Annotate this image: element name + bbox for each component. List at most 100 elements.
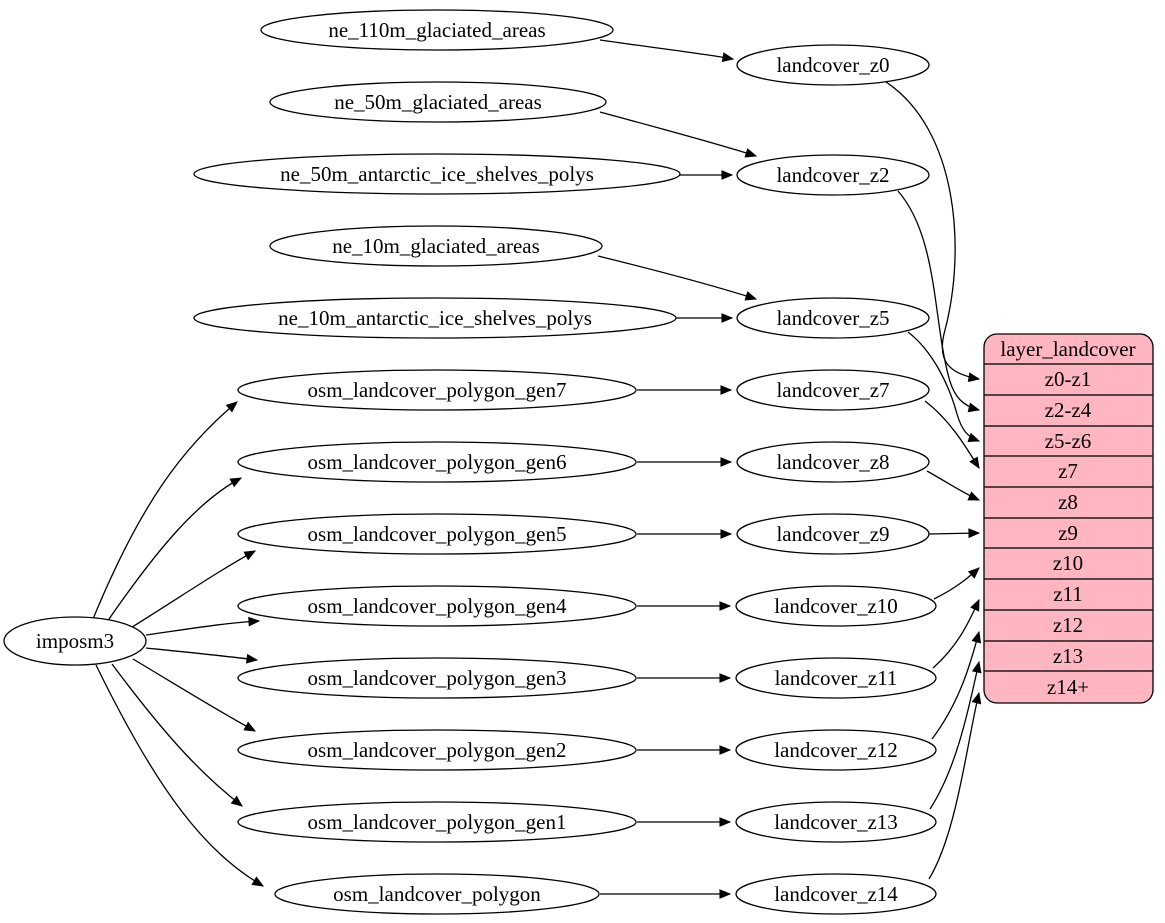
- edge-imposm3-to-gen7: [92, 401, 238, 620]
- node-label: landcover_z2: [776, 163, 889, 187]
- node-shape: [736, 297, 930, 339]
- node-landcover-z9: landcover_z9: [736, 513, 930, 555]
- edge-ne110m-to-landcover-z0: [599, 39, 735, 62]
- node-label: osm_landcover_polygon_gen1: [308, 810, 567, 834]
- edge-imposm3-to-gen1: [111, 663, 243, 807]
- node-ne-50m-glaciated-areas: ne_50m_glaciated_areas: [269, 81, 607, 123]
- node-label: ne_50m_antarctic_ice_shelves_polys: [280, 162, 594, 186]
- edge-landcover-z7-to-row-z7: [924, 400, 980, 469]
- node-label: osm_landcover_polygon_gen6: [308, 450, 567, 474]
- table-title: layer_landcover: [1000, 337, 1135, 361]
- edge-landcover-z2-to-row-z2-z4: [897, 190, 981, 413]
- table-row-z9: z9: [1058, 521, 1078, 545]
- edge-landcover-z5-to-row-z5-z6: [907, 331, 981, 443]
- node-label: landcover_z9: [776, 522, 889, 546]
- node-ne-50m-antarctic-ice-shelves-polys: ne_50m_antarctic_ice_shelves_polys: [193, 153, 681, 195]
- table-row-z11: z11: [1053, 582, 1083, 606]
- node-label: osm_landcover_polygon_gen4: [308, 594, 567, 618]
- node-landcover-z13: landcover_z13: [735, 801, 937, 843]
- node-imposm3: imposm3: [3, 616, 147, 666]
- node-shape: [193, 153, 681, 195]
- table-row-z5-z6: z5-z6: [1045, 429, 1092, 453]
- edge-imposm3-to-gen6: [106, 477, 243, 623]
- node-landcover-z10: landcover_z10: [735, 585, 937, 627]
- node-shape: [736, 513, 930, 555]
- table-row-z8: z8: [1058, 490, 1078, 514]
- node-label: osm_landcover_polygon_gen7: [308, 378, 567, 402]
- table-row-z13: z13: [1053, 644, 1083, 668]
- node-osm-landcover-polygon-gen3: osm_landcover_polygon_gen3: [237, 657, 637, 699]
- edge-imposm3-to-gen3: [145, 647, 259, 664]
- edge-landcover-z9-to-row-z9: [928, 528, 981, 539]
- node-ne-10m-glaciated-areas: ne_10m_glaciated_areas: [269, 225, 603, 267]
- node-label: landcover_z0: [776, 53, 889, 77]
- node-shape: [237, 369, 637, 411]
- edge-landcover-z8-to-row-z8: [926, 470, 981, 501]
- node-shape: [735, 801, 937, 843]
- node-landcover-z5: landcover_z5: [736, 297, 930, 339]
- node-osm-landcover-polygon-gen5: osm_landcover_polygon_gen5: [237, 513, 637, 555]
- node-label: osm_landcover_polygon_gen5: [308, 522, 567, 546]
- node-landcover-z8: landcover_z8: [736, 441, 930, 483]
- node-shape: [237, 585, 637, 627]
- node-shape: [736, 154, 930, 196]
- node-label: ne_110m_glaciated_areas: [328, 18, 545, 42]
- node-label: landcover_z10: [774, 594, 898, 618]
- node-label: landcover_z12: [774, 738, 898, 762]
- node-label: ne_10m_antarctic_ice_shelves_polys: [278, 306, 592, 330]
- node-label: osm_landcover_polygon_gen3: [308, 666, 567, 690]
- node-label: osm_landcover_polygon_gen2: [308, 738, 567, 762]
- node-osm-landcover-polygon-gen1: osm_landcover_polygon_gen1: [237, 801, 637, 843]
- edge-landcover-z12-to-row-z12: [931, 630, 982, 740]
- edge-imposm3-to-polygon: [95, 664, 265, 887]
- node-shape: [269, 81, 607, 123]
- node-label: landcover_z5: [776, 306, 889, 330]
- node-shape: [274, 873, 600, 915]
- table-row-z7: z7: [1058, 459, 1078, 483]
- node-imposm3-label: imposm3: [36, 629, 114, 653]
- node-label: osm_landcover_polygon: [333, 882, 541, 906]
- node-shape: [237, 801, 637, 843]
- node-shape: [237, 513, 637, 555]
- node-landcover-z2: landcover_z2: [736, 154, 930, 196]
- node-shape: [736, 369, 930, 411]
- node-imposm3-shape: [3, 616, 147, 666]
- table-row-z2-z4: z2-z4: [1045, 398, 1092, 422]
- node-label: landcover_z14: [774, 882, 898, 906]
- node-shape: [237, 441, 637, 483]
- edge-imposm3-to-gen5: [128, 550, 257, 630]
- edge-landcover-z13-to-row-z13: [929, 660, 982, 810]
- node-label: landcover_z11: [775, 666, 898, 690]
- table-row-z10: z10: [1053, 551, 1083, 575]
- node-shape: [260, 9, 614, 51]
- node-shape: [735, 585, 937, 627]
- edge-ne50m-glaciated-to-landcover-z2: [599, 111, 758, 158]
- node-osm-landcover-polygon-gen6: osm_landcover_polygon_gen6: [237, 441, 637, 483]
- node-label: ne_10m_glaciated_areas: [332, 234, 540, 258]
- node-shape: [735, 873, 937, 915]
- table-row-z12: z12: [1053, 613, 1083, 637]
- node-shape: [193, 297, 677, 339]
- table-row-z14plus: z14+: [1047, 675, 1089, 699]
- node-landcover-z11: landcover_z11: [735, 657, 937, 699]
- node-label: landcover_z7: [776, 378, 889, 402]
- node-landcover-z0: landcover_z0: [736, 44, 930, 86]
- node-shape: [735, 657, 937, 699]
- node-shape: [735, 729, 937, 771]
- node-landcover-z12: landcover_z12: [735, 729, 937, 771]
- node-shape: [736, 441, 930, 483]
- edge-landcover-z11-to-row-z11: [932, 598, 980, 669]
- edge-landcover-z10-to-row-z10: [933, 567, 980, 600]
- node-ne-110m-glaciated-areas: ne_110m_glaciated_areas: [260, 9, 614, 51]
- node-landcover-z14: landcover_z14: [735, 873, 937, 915]
- edge-landcover-z0-to-row-z0-z1: [885, 81, 981, 383]
- node-shape: [237, 657, 637, 699]
- edge-imposm3-to-gen4: [145, 616, 261, 636]
- node-shape: [736, 44, 930, 86]
- node-osm-landcover-polygon-gen4: osm_landcover_polygon_gen4: [237, 585, 637, 627]
- node-label: landcover_z13: [774, 810, 898, 834]
- table-row-z0-z1: z0-z1: [1045, 367, 1092, 391]
- table-layer-landcover: layer_landcover z0-z1 z2-z4 z5-z6 z7 z8 …: [983, 333, 1154, 704]
